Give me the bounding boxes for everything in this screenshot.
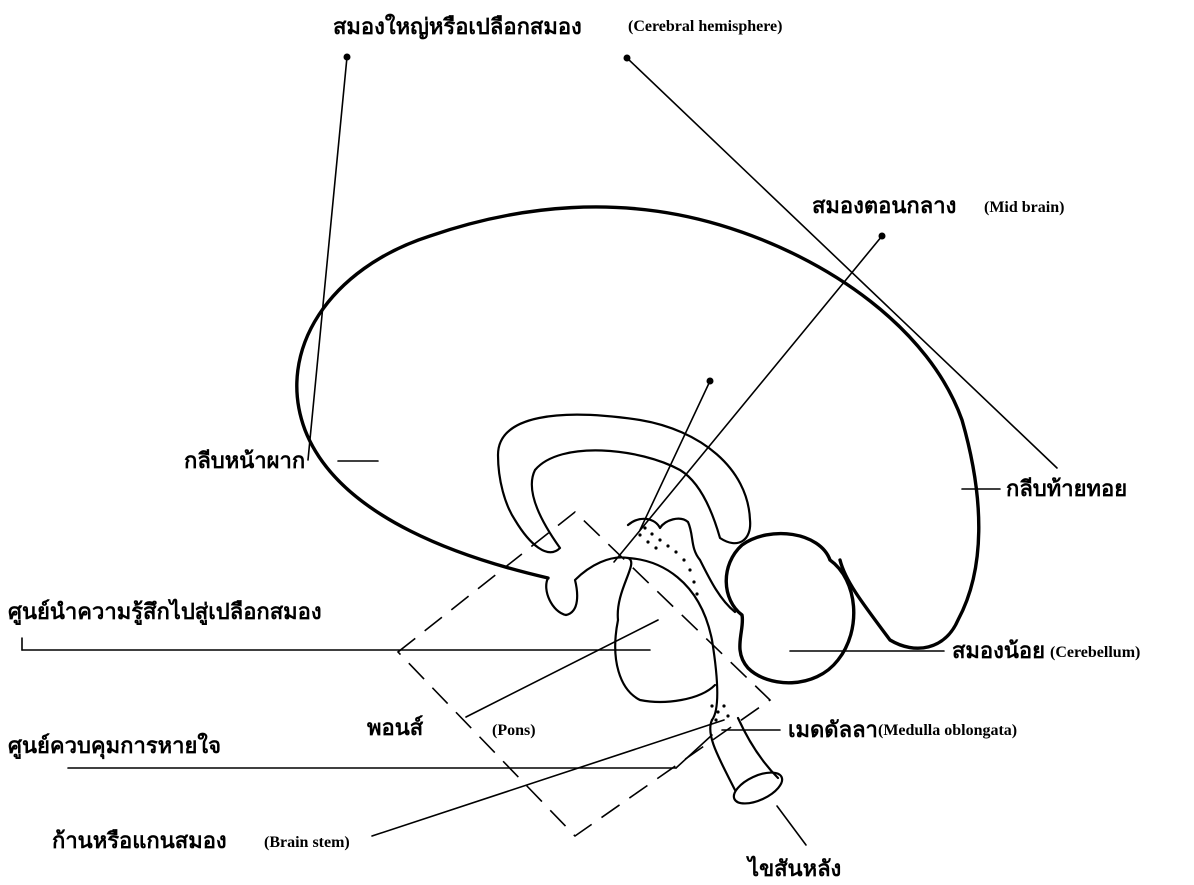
label-pons-en: (Pons)	[492, 722, 536, 739]
cerebellum-outline	[726, 534, 854, 683]
label-cerebellum-th: สมองน้อย	[952, 639, 1045, 664]
label-pons-th: พอนส์	[367, 715, 424, 741]
label-brain-stem-en: (Brain stem)	[264, 834, 350, 851]
label-cerebral-hemisphere-th: สมองใหญ่หรือเปลือกสมอง	[333, 13, 582, 40]
leader-spinal-cord	[777, 806, 806, 845]
label-occipital-lobe: กลีบท้ายทอย	[1006, 477, 1127, 502]
label-cerebellum-en: (Cerebellum)	[1050, 644, 1140, 661]
leader-midbrain	[614, 236, 882, 562]
label-cerebral-hemisphere-en: (Cerebral hemisphere)	[628, 18, 782, 35]
medulla-outline-2	[738, 718, 778, 778]
leader-cerebral-hemisphere-right	[627, 58, 1057, 468]
label-spinal-cord: ไขสันหลัง	[746, 855, 841, 882]
diencephalon-outline	[546, 557, 715, 701]
corpus-callosum	[498, 415, 750, 553]
label-medulla-en: (Medulla oblongata)	[878, 722, 1017, 739]
spinal-cord-end	[729, 766, 786, 810]
brainstem-frame	[398, 512, 770, 836]
leader-pons	[466, 620, 658, 717]
leader-cerebral-hemisphere-left	[308, 57, 347, 460]
label-medulla-th: เมดดัลลา	[788, 718, 878, 743]
pons-outline	[628, 558, 717, 720]
label-mid-brain-th: สมองตอนกลาง	[812, 194, 956, 219]
leader-respiratory-d	[676, 735, 712, 768]
label-respiratory-center: ศูนย์ควบคุมการหายใจ	[8, 732, 221, 760]
label-mid-brain-en: (Mid brain)	[984, 199, 1064, 216]
leader-brainstem	[372, 720, 724, 836]
label-brain-stem-th: ก้านหรือแกนสมอง	[52, 829, 227, 854]
label-frontal-lobe: กลีบหน้าผาก	[184, 449, 305, 474]
label-sensory-relay: ศูนย์นำความรู้สึกไปสู่เปลือกสมอง	[8, 598, 322, 626]
cerebrum-outline	[297, 207, 979, 648]
leader-midbrain-2	[640, 381, 710, 530]
